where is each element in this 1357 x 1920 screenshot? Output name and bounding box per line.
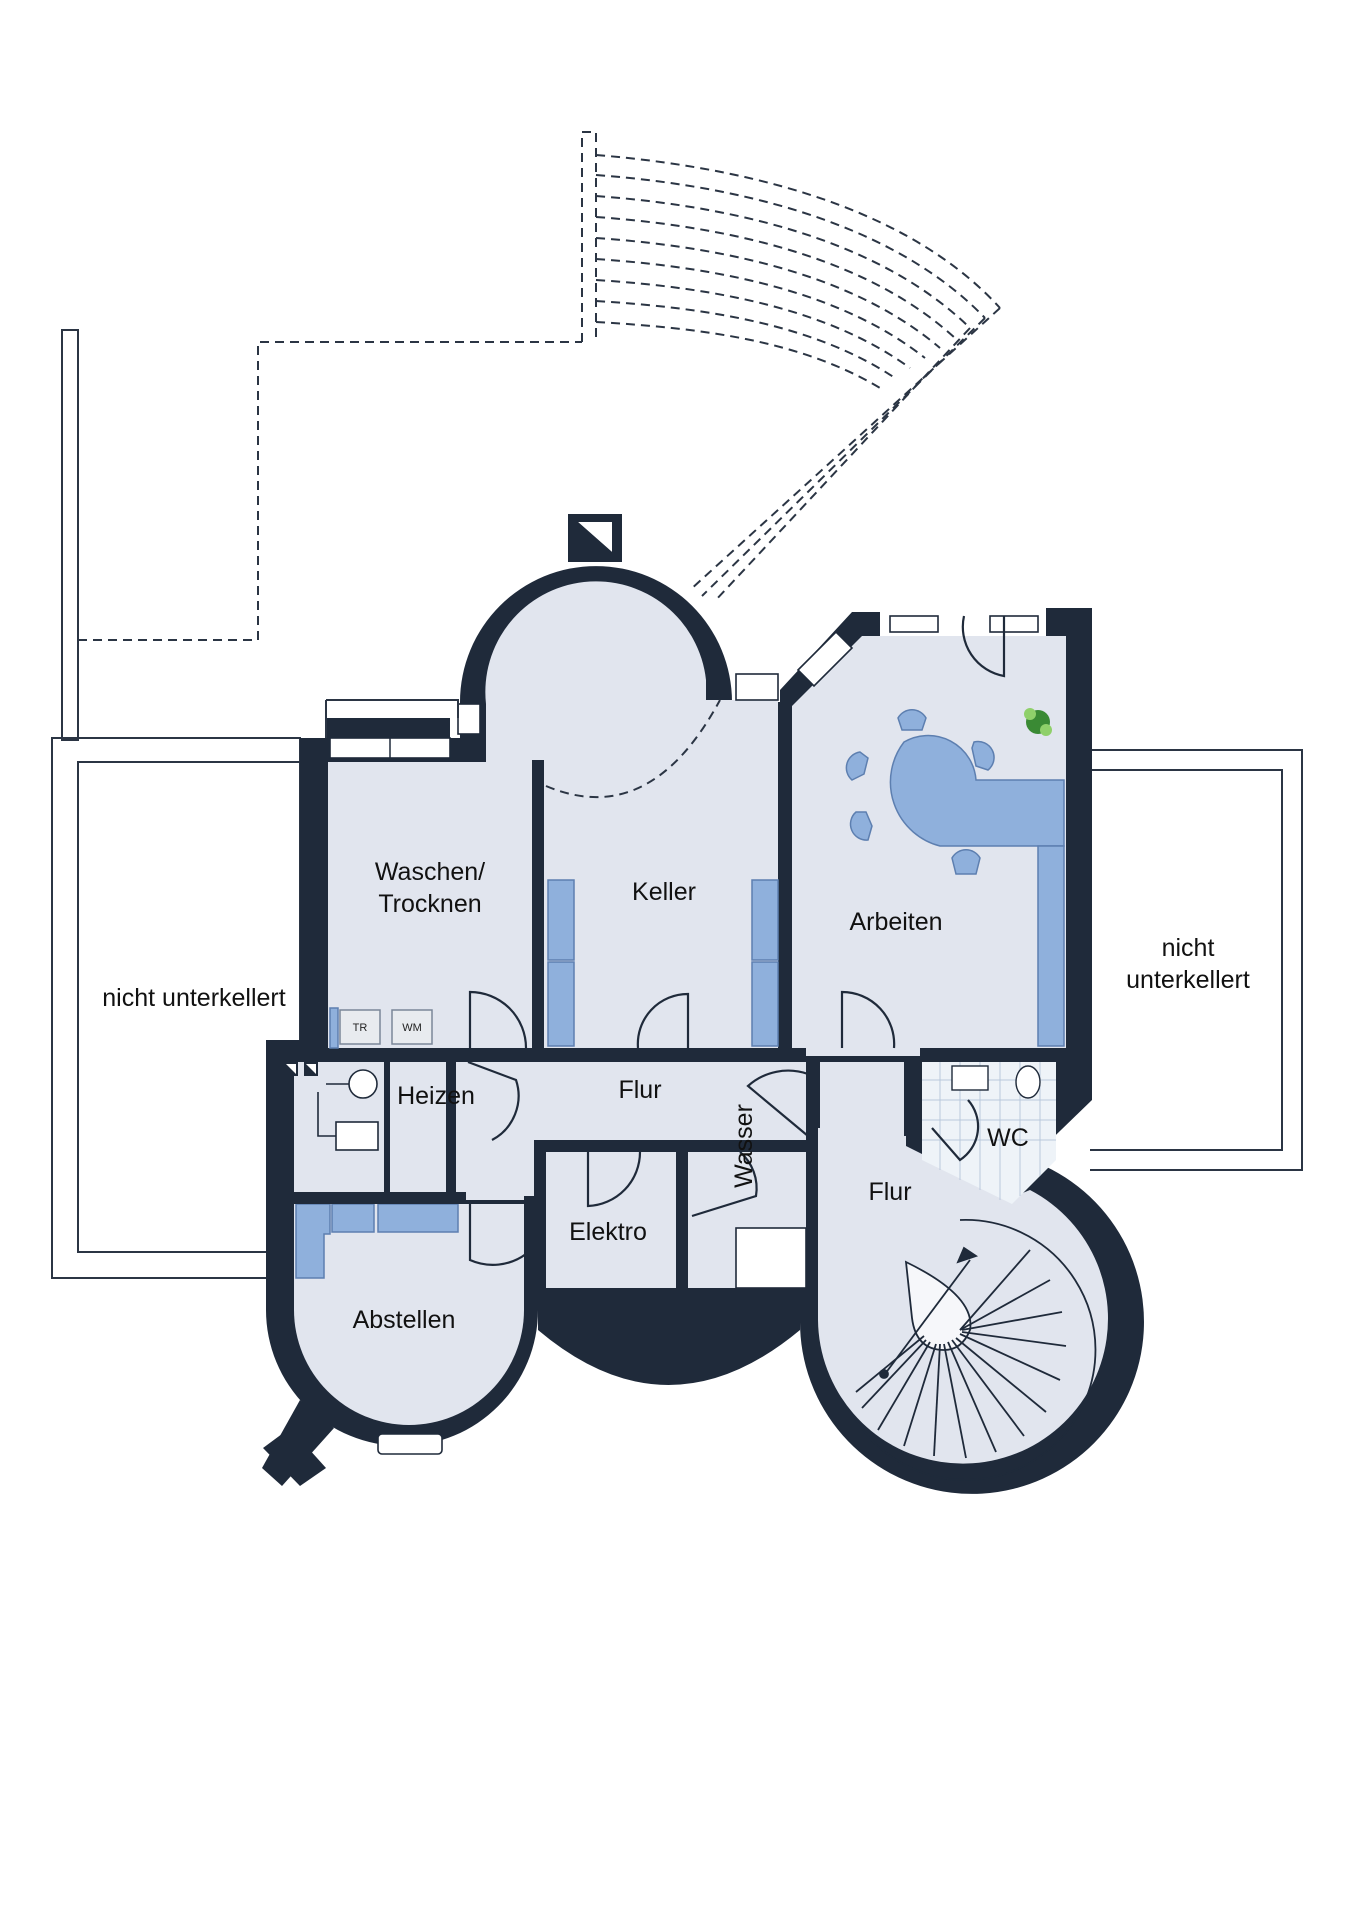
room-label-waschen-2: Trocknen	[378, 890, 481, 918]
area-label-right-2: unterkellert	[1126, 966, 1250, 994]
outside-outlines	[51, 131, 1303, 1279]
room-label-wc: WC	[987, 1124, 1029, 1152]
room-label-elektro: Elektro	[569, 1218, 647, 1246]
room-label-abstellen: Abstellen	[353, 1306, 456, 1334]
room-label-flur-center: Flur	[618, 1076, 661, 1104]
interior-walls	[290, 700, 1070, 1318]
furniture	[284, 708, 1065, 1289]
windows	[325, 615, 1039, 1455]
appliance-label-dryer: TR	[353, 1022, 368, 1034]
appliance-label-washer: WM	[402, 1022, 422, 1034]
area-label-right-1: nicht	[1162, 934, 1215, 962]
area-label-left: nicht unterkellert	[102, 984, 285, 1012]
labels: Waschen/ Trocknen Keller Arbeiten Heizen…	[102, 858, 1250, 1334]
sink-icon	[951, 1065, 989, 1091]
room-floors	[294, 581, 1108, 1464]
plant-icon	[1024, 708, 1052, 736]
boiler-icon	[317, 1069, 379, 1151]
toilet-icon	[1015, 1065, 1041, 1099]
staircase-icon	[855, 1219, 1097, 1481]
room-label-wasser: Wasser	[730, 1104, 758, 1188]
room-label-flur-right: Flur	[868, 1178, 911, 1206]
room-label-keller: Keller	[632, 878, 696, 906]
doors	[467, 615, 1006, 1266]
room-label-arbeiten: Arbeiten	[849, 908, 942, 936]
room-label-heizen: Heizen	[397, 1082, 475, 1110]
keller-arc	[545, 699, 721, 799]
room-label-waschen-1: Waschen/	[375, 858, 485, 886]
